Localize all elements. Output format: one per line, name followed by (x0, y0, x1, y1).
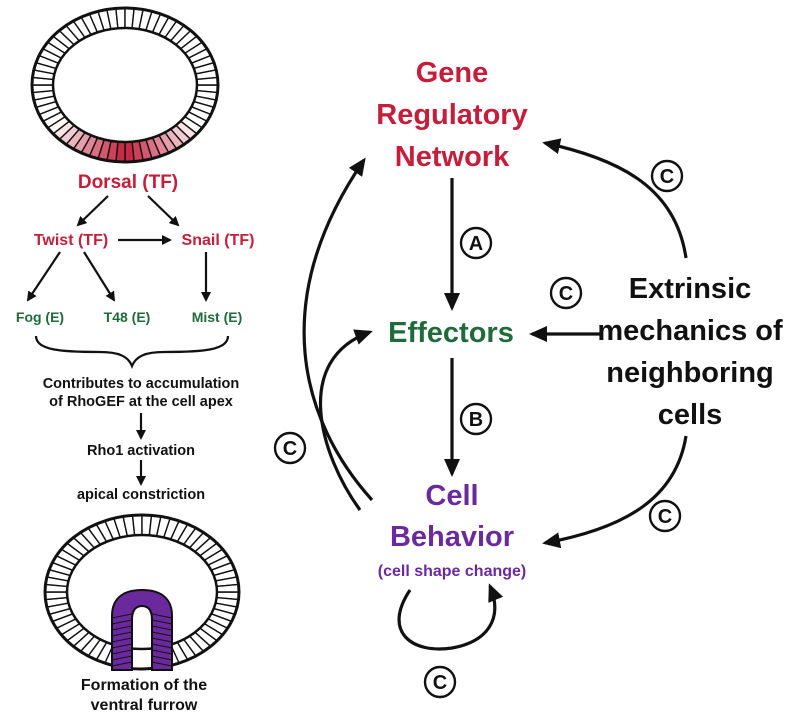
furrow-cell-line (151, 631, 173, 637)
badge-c-cell: C (648, 499, 682, 533)
furrow-cell-line (111, 631, 133, 637)
effectors-label: Effectors (388, 317, 514, 349)
embryo-outer-outline (43, 513, 241, 671)
furrow-cell-line (151, 619, 173, 625)
embryo-cell-segment (115, 7, 126, 29)
badge-c-grn: C (650, 159, 684, 193)
cell-line2: Behavior (390, 521, 514, 553)
cell-line1: Cell (425, 480, 478, 512)
dorsal-label: Dorsal (TF) (78, 172, 178, 193)
furrow-cell-line (151, 649, 173, 655)
contributes-line2: of RhoGEF at the cell apex (49, 394, 233, 410)
furrow-cell-line (111, 655, 133, 661)
badge-c-cell-text: C (658, 506, 672, 528)
embryo-inner-outline (51, 26, 199, 144)
extrinsic-line3: neighboring (606, 357, 774, 389)
grn-line2: Regulatory (376, 99, 527, 131)
arrow-cell-to-grn (302, 157, 374, 502)
embryo-outer-outline (30, 6, 220, 164)
arrow-extrinsic-to-cell (542, 435, 688, 549)
extrinsic-line1: Extrinsic (629, 273, 752, 305)
furrow-cell-line (111, 661, 133, 667)
badge-b-text: B (469, 409, 483, 431)
cell-sub: (cell shape change) (378, 563, 527, 580)
badge-c-effectors: C (549, 276, 583, 310)
embryo-cell-segment (124, 141, 135, 163)
arrow-dorsal-to-snail (147, 195, 180, 227)
extrinsic-line4: cells (658, 399, 723, 431)
furrow-cell-line (151, 655, 173, 661)
arrow-extrinsic-to-grn (542, 138, 688, 259)
badge-c-left-text: C (283, 438, 297, 460)
grn-line1: Gene (416, 57, 489, 89)
fog-label: Fog (E) (16, 309, 64, 325)
embryo-cell-segment (195, 76, 219, 86)
furrow-cell-line (151, 637, 173, 643)
extrinsic-line2: mechanics of (597, 315, 783, 347)
mist-label: Mist (E) (192, 309, 243, 325)
arrow-twist-to-t48 (83, 251, 116, 302)
snail-label: Snail (TF) (182, 232, 255, 249)
badge-c-grn-text: C (660, 166, 674, 188)
embryo-cell-segment (31, 84, 55, 94)
t48-label: T48 (E) (104, 309, 151, 325)
furrow-line2: ventral furrow (91, 697, 198, 714)
badge-c-bottom-text: C (433, 672, 447, 694)
arrow-twist-to-fog (26, 251, 61, 302)
furrow-cell-line (111, 625, 133, 631)
embryo-ventral-furrow (43, 513, 241, 671)
twist-label: Twist (TF) (34, 232, 108, 249)
furrow-cell-line (111, 649, 133, 655)
badge-b: B (459, 402, 493, 436)
arrow-dorsal-to-twist (76, 195, 109, 227)
furrow-cell-line (111, 643, 133, 649)
furrow-cell-line (151, 625, 173, 631)
grn-line3: Network (395, 141, 510, 173)
furrow-cell-line (111, 613, 133, 619)
rho1-label: Rho1 activation (87, 443, 195, 459)
furrow-line1: Formation of the (81, 677, 207, 694)
furrow-cell-line (111, 619, 133, 625)
ventral-furrow (111, 588, 173, 671)
furrow-cell-line (151, 643, 173, 649)
furrow-cell-line (111, 637, 133, 643)
arrow-cell-self-loop (397, 583, 504, 651)
embryo-cell-segment (44, 591, 69, 601)
furrow-cell-line (151, 613, 173, 619)
embryo-cell-segment (215, 583, 240, 593)
badge-c-left: C (273, 431, 307, 465)
curly-brace (34, 335, 230, 369)
contributes-line1: Contributes to accumulation (43, 376, 240, 392)
badge-a: A (459, 226, 493, 260)
embryo-cross-section-top (30, 6, 220, 164)
badge-c-effectors-text: C (559, 283, 573, 305)
furrow-cell-line (151, 661, 173, 667)
apical-label: apical constriction (77, 487, 205, 503)
badge-c-bottom: C (423, 665, 457, 699)
badge-a-text: A (469, 233, 483, 255)
embryo-cell-segment (131, 514, 143, 536)
arrow-cell-to-effectors (319, 329, 373, 511)
